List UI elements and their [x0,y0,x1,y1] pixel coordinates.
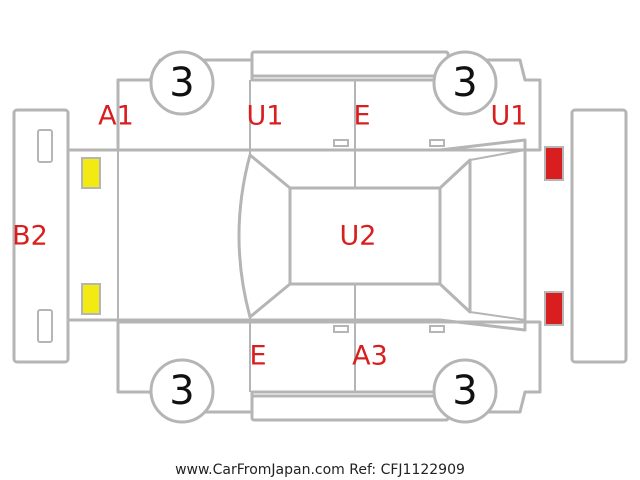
body-top-view [66,138,527,332]
front-lamp-top [81,157,101,189]
bottom-sill [250,394,450,422]
rear-lamp-bottom [544,291,564,326]
wheel-rear-bottom-label: 3 [452,368,477,414]
rear-lamp-top [544,146,564,181]
wheel-front-bottom: 3 [149,358,215,424]
top-sill [250,50,450,78]
code-rear-door-top: E [353,101,370,132]
code-hood-left-top: A1 [98,101,134,132]
wheel-rear-bottom: 3 [432,358,498,424]
wheel-front-top: 3 [149,50,215,116]
code-front-door-top: U1 [247,101,284,132]
front-lamp-bottom [81,283,101,315]
wheel-front-bottom-label: 3 [169,368,194,414]
code-rear-quarter-top: U1 [491,101,528,132]
wheel-rear-top-label: 3 [452,60,477,106]
wheel-front-top-label: 3 [169,60,194,106]
code-front-bumper: B2 [12,221,48,252]
code-roof: U2 [340,221,377,252]
footer-reference: www.CarFromJapan.com Ref: CFJ1122909 [175,462,465,478]
code-rear-door-bottom: A3 [352,341,388,372]
code-front-door-bottom: E [249,341,266,372]
rear-bumper [570,108,628,364]
wheel-rear-top: 3 [432,50,498,116]
